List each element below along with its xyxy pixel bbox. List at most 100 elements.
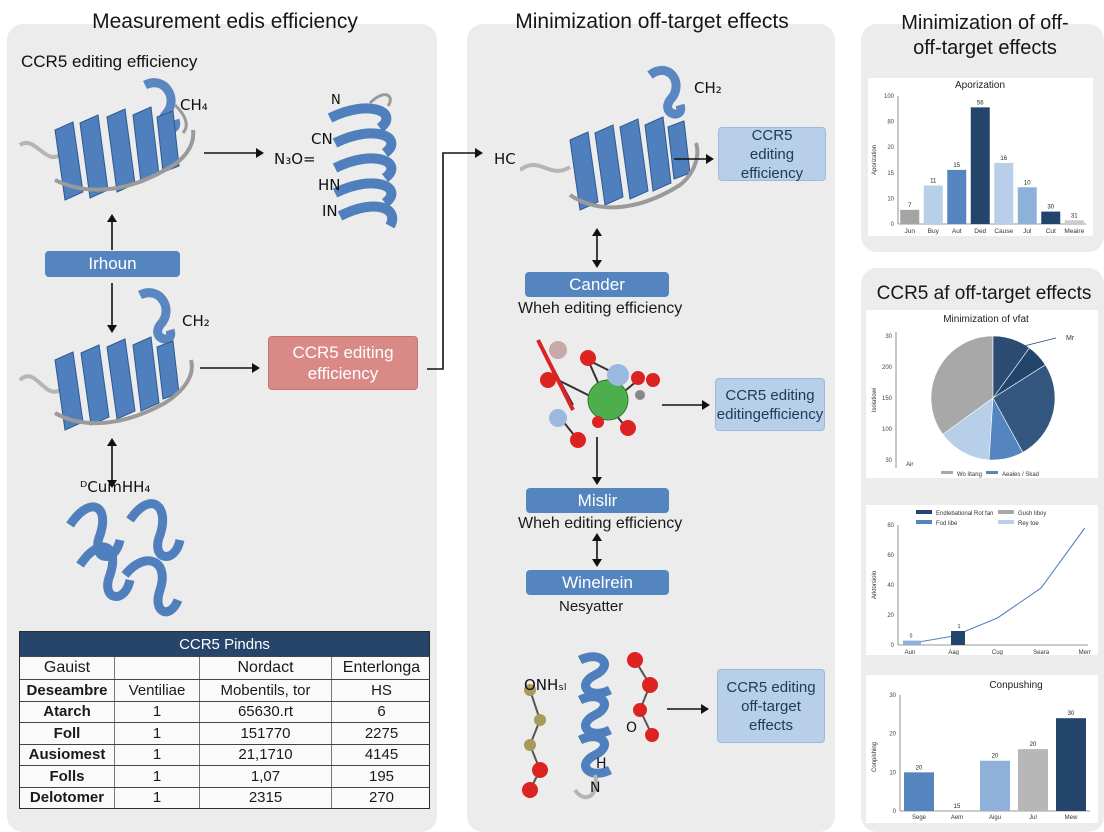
bar — [947, 169, 967, 224]
table-cell: 270 — [368, 789, 395, 807]
table-cell: Atarch — [20, 701, 115, 722]
vfat-pie-chart: Minimization of vfatIsolatiowi3020015010… — [866, 310, 1098, 478]
y-tick-label: 20 — [889, 732, 896, 738]
table-header-cell: Gauist — [20, 657, 115, 679]
y-axis-label: Conpishing — [872, 742, 878, 772]
y-tick-label: 60 — [887, 553, 894, 559]
table-row: Ausiomest 1 21,1710 4145 — [20, 743, 429, 765]
x-tick-label: Jul — [1023, 228, 1032, 235]
arrow-down-1 — [107, 283, 117, 333]
y-axis-label: Aporization — [872, 145, 878, 175]
y-tick-label: 20 — [887, 145, 894, 151]
bar-value-label: 31 — [1071, 213, 1078, 219]
tag-winelrein: Winelrein — [526, 570, 669, 595]
bar — [1041, 211, 1061, 224]
series-line — [909, 527, 1086, 645]
table-header-cell: Nordact — [200, 657, 332, 679]
tag-ccr5-left: CCR5 editing efficiency — [268, 336, 418, 390]
x-tick-label: Aigu — [989, 815, 1001, 821]
arrow-right-5 — [667, 704, 709, 714]
y-tick-label: 80 — [887, 523, 894, 529]
aporization-bar-chart: AporizationAporization0101520801007Jun11… — [868, 78, 1093, 236]
table-cell: Folls — [20, 766, 115, 787]
table-row: Deseambre Ventiliae Mobentils, tor HS — [20, 679, 429, 701]
bar — [994, 162, 1014, 224]
x-tick-label: Aut — [952, 228, 962, 235]
legend-label: Gush liboy — [1018, 511, 1046, 517]
tag-ccr5-middle-1: CCR5 editing efficiency — [718, 127, 826, 182]
molecule-structure — [536, 339, 660, 448]
legend-swatch — [916, 510, 932, 514]
legend-swatch — [916, 520, 932, 524]
bar — [980, 760, 1010, 811]
bar-value-label: 0 — [910, 634, 913, 640]
table-cell: 1 — [115, 787, 200, 808]
table-cell: 1,07 — [200, 766, 332, 787]
bar-value-label: 30 — [1047, 205, 1054, 211]
pie-slice — [992, 335, 1030, 399]
conpushing-bar-chart: ConpushingConpishing010203020Sege15Aem20… — [866, 675, 1098, 823]
y-axis-label: Arktorsiolo — [872, 570, 878, 599]
chem-in-label: IN — [322, 202, 338, 220]
bar-value-label: 16 — [1000, 156, 1007, 162]
bar — [903, 640, 921, 645]
y-tick-label: 0 — [891, 222, 895, 228]
bar-value-label: 56 — [977, 100, 984, 106]
bar-value-label: 10 — [1024, 180, 1031, 186]
table-cell: 1 — [115, 701, 200, 722]
protein-structure-1 — [18, 78, 196, 201]
bar — [1064, 220, 1084, 224]
chem-hn-label: HN — [318, 176, 341, 194]
arrow-up-1 — [107, 214, 117, 250]
tag-cander: Cander — [525, 272, 669, 297]
y-tick-label: 0 — [891, 643, 895, 649]
arrow-down-2 — [592, 437, 602, 485]
bar — [951, 631, 965, 645]
helix-molecule-structure — [522, 652, 659, 800]
x-tick-label: Jun — [905, 228, 916, 235]
legend-swatch — [998, 520, 1014, 524]
x-tick-label: Cug — [992, 650, 1003, 655]
x-tick-label: Sege — [912, 815, 927, 821]
bar — [970, 107, 990, 224]
table-cell: 151770 — [200, 723, 332, 744]
legend-label: Endlebational Rot fan — [936, 511, 993, 517]
table-cell: Deseambre — [20, 680, 115, 701]
bar-value-label: 15 — [953, 163, 960, 169]
caption-2: Wheh editing efficiency — [518, 515, 683, 532]
table-header-cell: Enterlonga — [342, 659, 421, 676]
x-tick-label: Seara — [1033, 650, 1050, 655]
bar-value-label: 30 — [1068, 711, 1075, 717]
table-cell: Ventiliae — [115, 680, 200, 701]
bar — [1056, 718, 1086, 811]
table-row: Atarch 1 65630.rt 6 — [20, 700, 429, 722]
pie-slice — [930, 335, 994, 435]
table-cell: 4145 — [364, 746, 399, 764]
legend-label: Wo litang — [957, 472, 982, 478]
pie-slice — [942, 397, 994, 461]
chem-cn-label: CN — [311, 130, 333, 148]
table-cell: 2275 — [364, 724, 399, 742]
table-cell: 6 — [377, 703, 386, 721]
table-cell: Ausiomest — [20, 744, 115, 765]
legend-label: Fod libe — [936, 521, 958, 527]
y-tick-label: 30 — [889, 693, 896, 699]
table-cell: 195 — [368, 767, 395, 785]
bar-value-label: 15 — [954, 804, 961, 810]
chem-ch2-middle-label: CH₂ — [694, 79, 722, 97]
x-tick-label: Ded — [974, 228, 986, 235]
helix-structure-1 — [327, 93, 397, 229]
chem-n-label: N — [590, 780, 601, 796]
chart-title: Aporization — [955, 80, 1005, 91]
x-tick-label: Aem — [951, 815, 963, 821]
chart-title: Minimization of vfat — [943, 314, 1029, 325]
legend-label: Aeales / Skad — [1002, 472, 1039, 478]
y-tick-label: 15 — [887, 171, 894, 177]
x-tick-label: Meaire — [1064, 228, 1084, 235]
arrow-updown-2 — [592, 228, 602, 268]
x-tick-label: Cause — [994, 228, 1013, 235]
ccr5-table: CCR5 Pindns Gauist Nordact Enterlonga De… — [19, 631, 430, 809]
arrow-right-1 — [204, 148, 264, 158]
table-cell: HS — [371, 681, 392, 699]
protein-structure-2 — [18, 288, 194, 431]
